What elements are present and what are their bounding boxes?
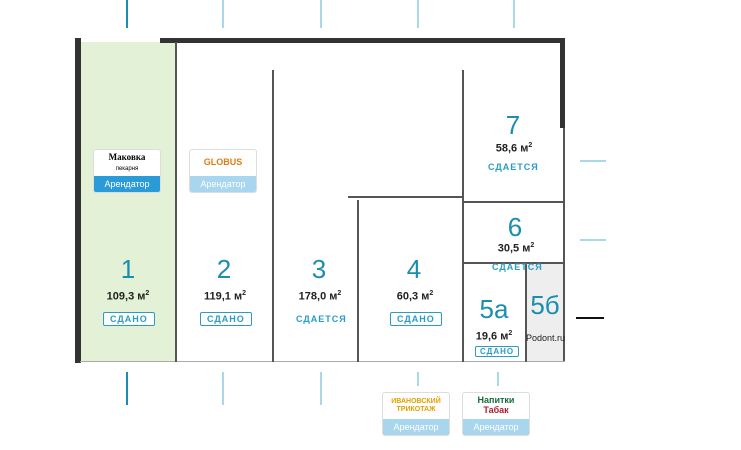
globus-logo: GLOBUS — [203, 157, 243, 168]
wall-right — [560, 38, 565, 128]
area-value: 19,6 м — [475, 330, 509, 343]
unit-1-number: 1 — [120, 254, 136, 284]
unit-5a-number: 5а — [479, 294, 509, 324]
unit-1-fill[interactable] — [80, 42, 175, 362]
tenant-card-globus[interactable]: GLOBUS Арендатор — [189, 149, 257, 193]
divider-6-5 — [463, 262, 563, 264]
divider-7-6 — [463, 201, 563, 203]
unit-3-number: 3 — [311, 254, 327, 284]
entrance-arrow-icon — [576, 317, 604, 319]
ivanovsky-logo: ИВАНОВСКИЙ ТРИКОТАЖ — [391, 398, 441, 413]
tenant-card-makovka[interactable]: Маковка пекарня Арендатор — [93, 149, 161, 193]
tenant-role: Арендатор — [190, 176, 256, 192]
unit-2-area: 119,1 м2 — [180, 290, 270, 303]
unit-7-status: СДАЕТСЯ — [488, 162, 539, 172]
entrance-arrow-icon — [222, 0, 224, 28]
sq: 2 — [145, 290, 150, 297]
divider-5a-5b — [525, 262, 527, 362]
unit-7-number: 7 — [505, 110, 521, 140]
entrance-arrow-icon — [126, 0, 128, 28]
unit-5b-fill[interactable] — [526, 262, 564, 362]
logo-text: Напитки — [477, 395, 515, 406]
area-value: 178,0 м — [298, 290, 338, 303]
divider-3-4-top — [348, 196, 463, 198]
wall-left — [75, 38, 81, 363]
unit-5b-number: 5б — [530, 290, 560, 320]
unit-3-area: 178,0 м2 — [275, 290, 365, 303]
makovka-logo: Маковка пекарня — [94, 150, 160, 176]
entrance-arrow-icon — [320, 372, 322, 405]
unit-6-status: СДАЕТСЯ — [492, 262, 543, 272]
area-value: 60,3 м — [396, 290, 430, 303]
unit-1-area: 109,3 м2 — [83, 290, 173, 303]
unit-6-number: 6 — [507, 212, 523, 242]
logo-sub: пекарня — [115, 166, 139, 172]
entrance-arrow-icon — [580, 160, 606, 162]
unit-4-number: 4 — [406, 254, 422, 284]
sq: 2 — [530, 242, 535, 249]
entrance-arrow-icon — [222, 372, 224, 405]
unit-1-status: СДАНО — [103, 312, 155, 326]
sq: 2 — [337, 290, 342, 297]
unit-4-area: 60,3 м2 — [370, 290, 460, 303]
area-value: 58,6 м — [495, 142, 529, 155]
unit-5a-area: 19,6 м2 — [449, 330, 539, 343]
podont-logo: Podont.ru — [526, 333, 566, 343]
unit-7-area: 58,6 м2 — [469, 142, 559, 155]
entrance-arrow-icon — [126, 372, 128, 405]
sq: 2 — [528, 142, 533, 149]
divider-2-3 — [272, 70, 274, 362]
unit-3-status: СДАЕТСЯ — [296, 314, 347, 324]
tenant-role: Арендатор — [94, 176, 160, 192]
unit-2-number: 2 — [216, 254, 232, 284]
entrance-arrow-icon — [320, 0, 322, 28]
entrance-arrow-icon — [497, 372, 499, 386]
tenant-card-ivanovsky[interactable]: ИВАНОВСКИЙ ТРИКОТАЖ Арендатор — [382, 392, 450, 436]
tenant-role: Арендатор — [383, 419, 449, 435]
area-value: 109,3 м — [106, 290, 146, 303]
logo-text: Табак — [483, 405, 509, 415]
divider-1-2 — [175, 42, 177, 362]
unit-2-status: СДАНО — [200, 312, 252, 326]
wall-right-lower — [563, 128, 565, 362]
area-value: 119,1 м — [203, 290, 243, 303]
tenant-role: Арендатор — [463, 419, 529, 435]
entrance-arrow-icon — [417, 0, 419, 28]
unit-5a-status: СДАНО — [475, 346, 520, 357]
wall-top — [160, 38, 560, 43]
entrance-arrow-icon — [417, 372, 419, 386]
divider-3-4 — [357, 200, 359, 362]
sq: 2 — [429, 290, 434, 297]
divider-4-7 — [462, 70, 464, 362]
wall-bottom — [80, 361, 565, 362]
area-value: 30,5 м — [497, 242, 531, 255]
unit-6-area: 30,5 м2 — [471, 242, 561, 255]
unit-4-status: СДАНО — [390, 312, 442, 326]
sq: 2 — [508, 330, 513, 337]
entrance-arrow-icon — [513, 0, 515, 28]
logo-text: Маковка — [108, 152, 146, 163]
entrance-arrow-icon — [580, 239, 606, 241]
sq: 2 — [242, 290, 247, 297]
